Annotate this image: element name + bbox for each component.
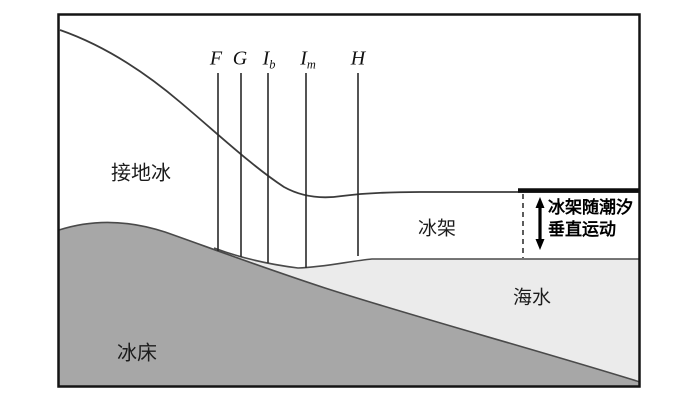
- ice-bed-region: [59, 222, 640, 386]
- marker-label-f: F: [209, 47, 223, 70]
- tide-note-line2: 垂直运动: [548, 220, 616, 240]
- label-ice-shelf: 冰架: [417, 218, 457, 240]
- ice-shelf-bottom-line: [213, 247, 639, 269]
- ice-bed-top-edge: [58, 221, 641, 383]
- tide-arrow-icon: [535, 197, 545, 250]
- label-ice-bed: 冰床: [117, 342, 157, 365]
- label-seawater: 海水: [512, 287, 552, 309]
- diagram-frame: [57, 13, 641, 388]
- marker-label-h: H: [350, 47, 366, 70]
- tide-note: 冰架随潮汐 垂直运动: [548, 197, 633, 242]
- tide-note-line1: 冰架随潮汐: [548, 198, 633, 217]
- marker-label-ib: Ib: [262, 47, 276, 72]
- marker-label-g: G: [232, 47, 248, 70]
- label-grounded-ice: 接地冰: [111, 162, 171, 185]
- marker-label-im: Im: [300, 47, 316, 72]
